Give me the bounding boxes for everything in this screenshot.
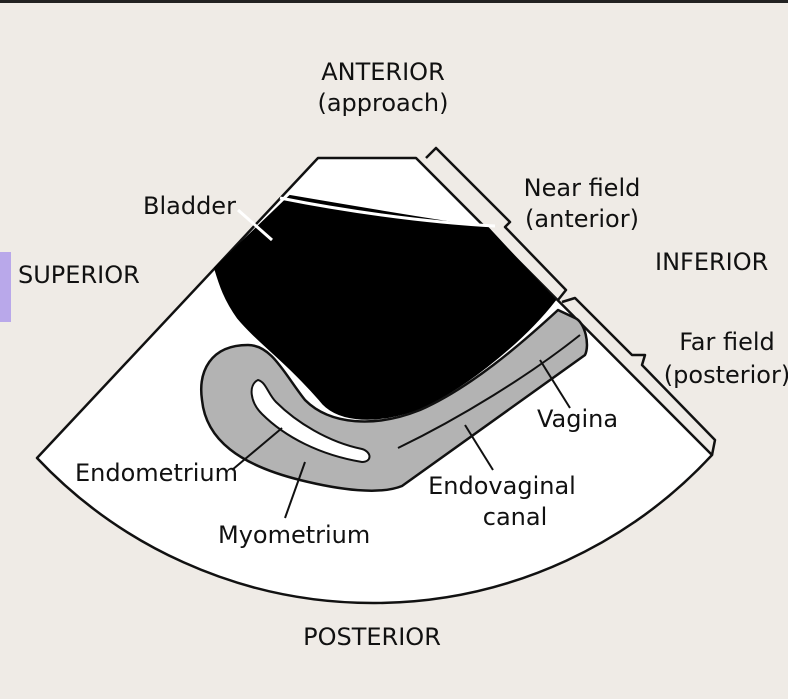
far-field-bracket — [561, 296, 717, 456]
myometrium-label: Myometrium — [218, 521, 370, 549]
uterus-shape — [200, 308, 589, 492]
inferior-label: INFERIOR — [655, 248, 768, 276]
superior-label: SUPERIOR — [18, 261, 140, 289]
near-field-note-label: (anterior) — [525, 205, 639, 233]
near-field-bracket — [425, 146, 568, 301]
vagina-label: Vagina — [537, 405, 618, 433]
endovaginal-canal-label: Endovaginal — [428, 472, 576, 500]
endovaginal-canal-line — [397, 334, 581, 449]
bladder-wall-line — [279, 196, 496, 228]
bladder-label: Bladder — [143, 192, 236, 220]
side-tab-marker — [0, 252, 11, 322]
endovaginal-canal-label-line2: canal — [483, 503, 548, 531]
anterior-label: ANTERIOR — [321, 58, 445, 86]
near-field-label: Near field — [524, 174, 641, 202]
posterior-label: POSTERIOR — [303, 623, 441, 651]
top-border-line — [0, 0, 788, 3]
anterior-note-label: (approach) — [317, 89, 448, 117]
far-field-note-label: (posterior) — [664, 361, 788, 389]
endometrium-leader — [231, 427, 283, 471]
far-field-label: Far field — [679, 328, 775, 356]
endovaginal-canal-leader — [464, 424, 494, 471]
endometrium-label: Endometrium — [75, 459, 238, 487]
endometrium-stripe — [250, 378, 371, 464]
vagina-leader — [539, 359, 571, 409]
bladder-leader — [237, 208, 273, 242]
myometrium-leader — [284, 461, 306, 519]
